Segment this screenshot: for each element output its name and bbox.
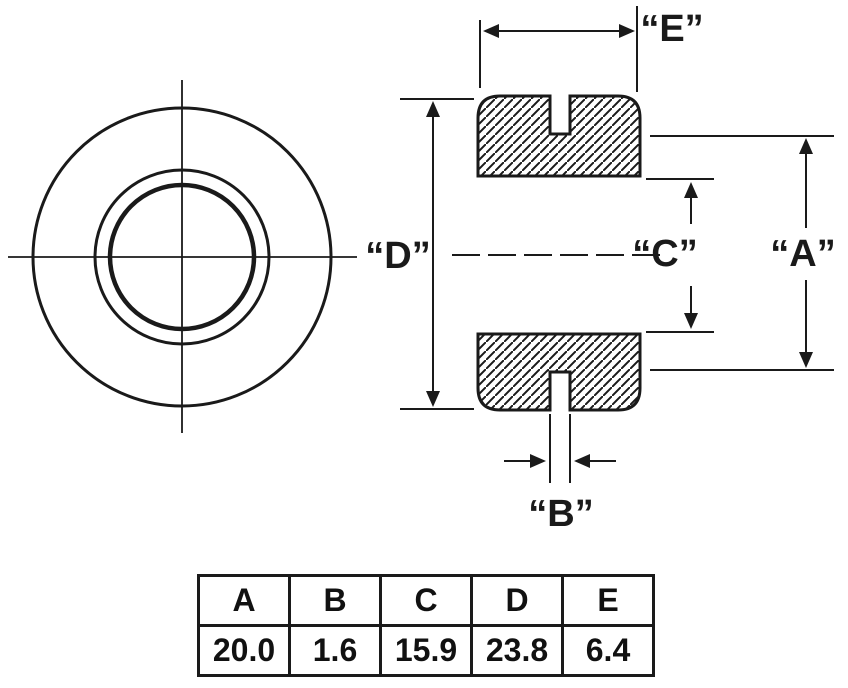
section-bottom-half [476,332,642,412]
header-cell-b: B [288,574,382,627]
bore-circle [107,182,257,332]
dimension-table: A B C D E 20.0 1.6 15.9 23.8 6.4 [197,574,655,677]
header-cell-d: D [470,574,564,627]
value-cell-b: 1.6 [288,624,382,677]
groove-diameter-circle [93,168,271,346]
dimension-d: “D” [365,98,474,410]
dimension-c: “C” [632,178,714,333]
value-cell-d: 23.8 [470,624,564,677]
dim-label-a: “A” [770,233,835,275]
dim-c-arrow-down-icon [684,313,698,329]
dim-a-arrow-up-icon [799,138,813,154]
dim-b-arrow-left-icon [574,454,590,468]
dim-e-arrow-right-icon [619,24,635,38]
header-cell-a: A [197,574,291,627]
dim-label-d: “D” [365,235,430,277]
dim-c-arrow-up-icon [684,182,698,198]
dim-label-c: “C” [632,233,697,275]
dim-label-e: “E” [640,8,703,50]
dim-d-arrow-up-icon [426,101,440,117]
front-view [8,80,357,433]
dim-e-arrow-left-icon [483,24,499,38]
table-value-row: 20.0 1.6 15.9 23.8 6.4 [197,624,655,677]
outer-diameter-circle [31,106,333,408]
table-header-row: A B C D E [197,574,655,627]
value-cell-a: 20.0 [197,624,291,677]
dimension-b: “B” [504,414,616,535]
dim-label-b: “B” [528,493,593,535]
dimension-e: “E” [479,6,704,92]
dim-d-arrow-down-icon [426,391,440,407]
value-cell-c: 15.9 [379,624,473,677]
dimension-a: “A” [650,135,836,371]
header-cell-c: C [379,574,473,627]
section-view [452,94,666,412]
value-cell-e: 6.4 [561,624,655,677]
dim-b-arrow-right-icon [530,454,546,468]
header-cell-e: E [561,574,655,627]
dim-a-arrow-down-icon [799,352,813,368]
section-top-half [476,94,642,178]
